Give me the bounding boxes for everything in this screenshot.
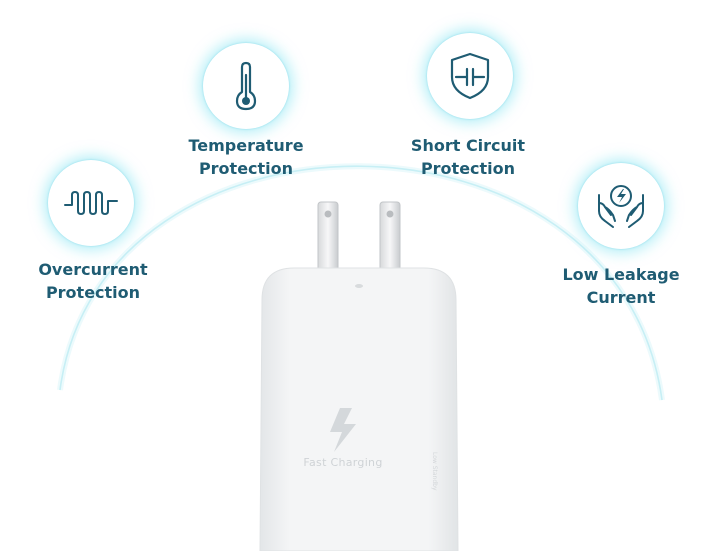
temperature-label-line2: Protection [198, 159, 294, 178]
overcurrent-label-line1: Overcurrent [38, 260, 148, 279]
charger-side-label: Low Standby [431, 452, 438, 491]
low-leakage-label-line1: Low Leakage [562, 265, 680, 284]
short-circuit-label-line2: Protection [420, 159, 516, 178]
temperature-label-line1: Temperature [188, 136, 304, 155]
temperature-badge [203, 43, 289, 129]
low-leakage-label-line2: Current [586, 288, 656, 307]
charger-body [259, 267, 459, 551]
temperature-label: Temperature Protection [156, 134, 336, 180]
short-circuit-badge [427, 33, 513, 119]
lightning-logo-icon [330, 408, 356, 452]
overcurrent-badge [48, 160, 134, 246]
overcurrent-label-line2: Protection [45, 283, 141, 302]
short-circuit-label: Short Circuit Protection [378, 134, 558, 180]
overcurrent-label: Overcurrent Protection [3, 258, 183, 304]
charger-label: Fast Charging [303, 456, 383, 469]
wave-icon [64, 191, 118, 215]
short-circuit-label-line1: Short Circuit [410, 136, 526, 155]
shield-icon [450, 52, 490, 100]
low-leakage-label: Low Leakage Current [531, 263, 711, 309]
thermometer-icon [235, 61, 257, 111]
low-leakage-badge [578, 163, 664, 249]
hands-bolt-icon [598, 185, 644, 228]
